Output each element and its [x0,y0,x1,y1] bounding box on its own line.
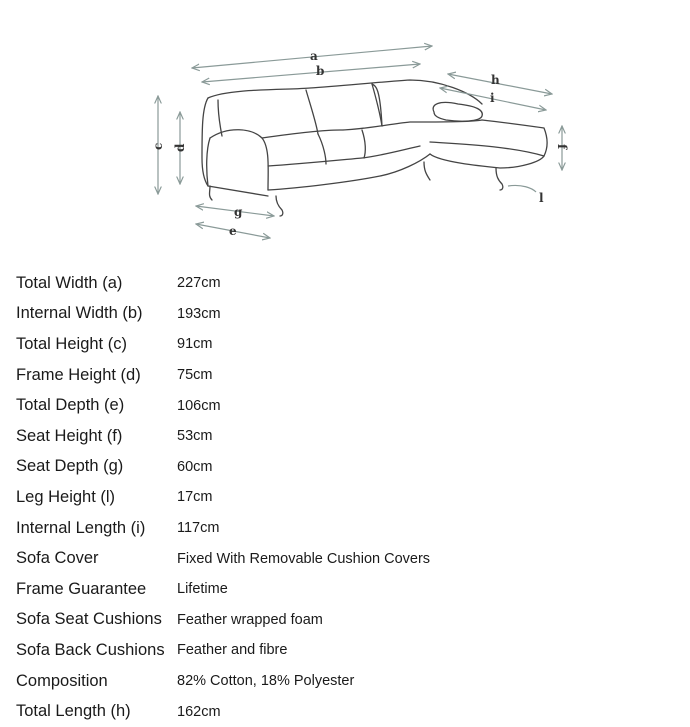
spec-row: Seat Height (f) 53cm [16,421,676,452]
spec-row: Internal Width (b) 193cm [16,299,676,330]
dim-letter-h: h [491,73,500,87]
sofa-back [207,79,483,105]
dim-letter-l: l [539,191,544,205]
sofa-leg-3 [423,161,431,181]
spec-value: 60cm [177,458,213,475]
dim-arrow-g [196,206,274,216]
spec-label: Leg Height (l) [16,487,116,506]
spec-value: Fixed With Removable Cushion Covers [177,550,431,567]
spec-label: Total Length (h) [16,702,131,721]
dim-letter-c: c [151,143,165,150]
spec-row: Internal Length (i) 117cm [16,513,676,544]
dim-arrow-b [202,64,420,82]
spec-label: Sofa Back Cushions [16,640,165,659]
spec-value: 193cm [177,305,221,322]
sofa-leg-4 [495,167,504,191]
spec-value: Feather wrapped foam [177,611,323,628]
spec-row: Leg Height (l) 17cm [16,482,676,513]
spec-row: Sofa Seat Cushions Feather wrapped foam [16,605,676,636]
back-cushion-1 [217,99,223,137]
spec-value: 91cm [177,336,213,353]
spec-label: Internal Length (i) [16,518,146,537]
spec-label: Total Depth (e) [16,396,125,415]
spec-label: Frame Guarantee [16,579,147,598]
spec-value: 75cm [177,367,213,384]
dim-letter-e: e [229,224,237,238]
sofa-outline [201,79,548,217]
spec-value: 82% Cotton, 18% Polyester [177,673,355,690]
sofa-leg-2 [275,195,284,217]
sofa-chaise [481,119,548,157]
spec-table: Total Width (a) 227cm Internal Width (b)… [16,268,676,727]
sofa-left-arm [201,97,209,187]
dim-letter-f: f [555,144,569,150]
dim-leader-l [507,184,537,193]
spec-value: Feather and fibre [177,642,288,659]
spec-row: Composition 82% Cotton, 18% Polyester [16,666,676,697]
dim-letter-a: a [310,49,318,63]
sofa-dimension-diagram: a b h i c d f g e l [140,30,580,250]
sofa-bolster [432,101,483,122]
spec-label: Frame Height (d) [16,365,141,384]
dim-arrow-h [448,74,552,94]
spec-label: Seat Depth (g) [16,457,124,476]
sofa-leg-1 [208,185,213,201]
spec-value: 117cm [177,520,220,537]
spec-row: Sofa Back Cushions Feather and fibre [16,635,676,666]
dim-letter-g: g [234,205,243,219]
spec-label: Total Width (a) [16,273,123,292]
back-cushion-2 [305,89,319,135]
spec-label: Sofa Seat Cushions [16,610,162,629]
spec-value: 106cm [177,397,221,414]
spec-label: Seat Height (f) [16,426,123,445]
dim-arrow-e [196,224,270,238]
spec-row: Frame Guarantee Lifetime [16,574,676,605]
spec-row: Frame Height (d) 75cm [16,360,676,391]
spec-value: Lifetime [177,581,228,598]
spec-label: Total Height (c) [16,334,127,353]
spec-value: 53cm [177,428,213,445]
spec-row: Total Height (c) 91cm [16,329,676,360]
spec-row: Sofa Cover Fixed With Removable Cushion … [16,543,676,574]
spec-label: Internal Width (b) [16,304,143,323]
spec-label: Composition [16,671,108,690]
dim-letter-d: d [173,143,187,152]
dim-letter-i: i [490,91,495,105]
spec-row: Total Width (a) 227cm [16,268,676,299]
spec-row: Seat Depth (g) 60cm [16,452,676,483]
dim-letter-b: b [316,64,324,78]
dim-arrow-i [440,88,546,110]
spec-value: 227cm [177,275,221,292]
spec-label: Sofa Cover [16,549,99,568]
spec-row: Total Depth (e) 106cm [16,390,676,421]
sofa-diagram-svg: a b h i c d f g e l [151,30,569,250]
sofa-seat [261,119,483,139]
spec-value: 162cm [177,703,221,720]
spec-row: Total Length (h) 162cm [16,696,676,727]
spec-value: 17cm [177,489,213,506]
